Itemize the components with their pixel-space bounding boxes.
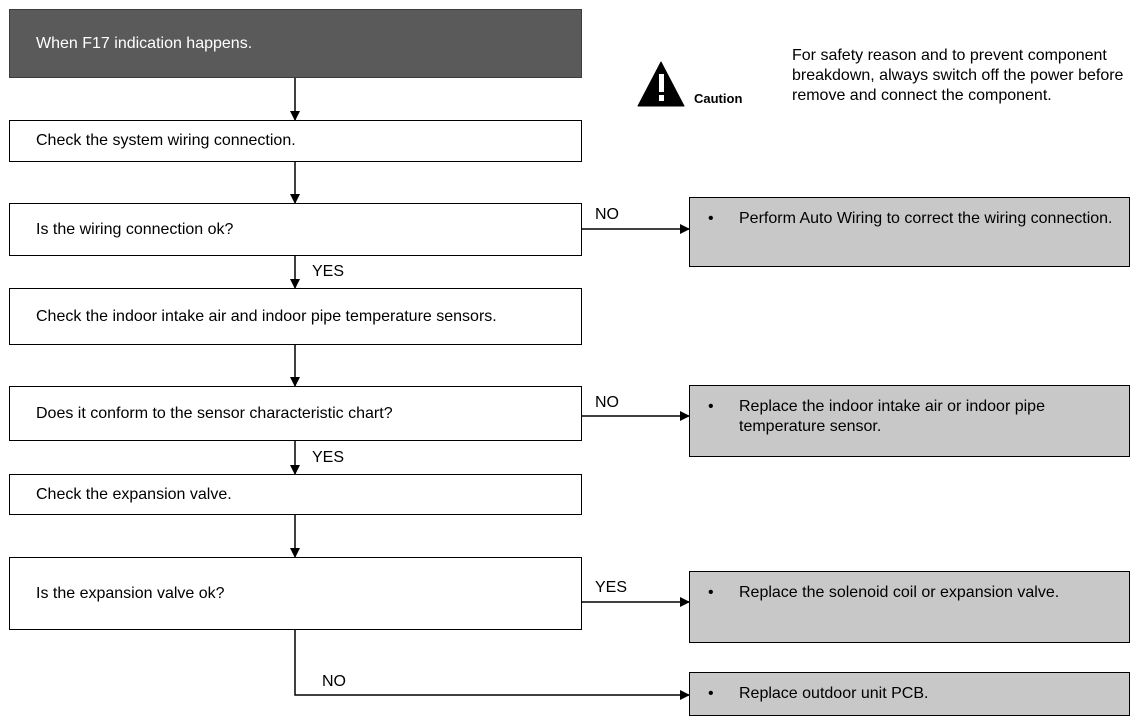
check-wiring-box: Check the system wiring connection. — [9, 120, 582, 162]
replace-pcb-action-box: • Replace outdoor unit PCB. — [689, 672, 1130, 716]
check-valve-text: Check the expansion valve. — [36, 485, 232, 503]
auto-wiring-action-box: • Perform Auto Wiring to correct the wir… — [689, 197, 1130, 267]
sensor-chart-question-box: Does it conform to the sensor characteri… — [9, 386, 582, 441]
start-box: When F17 indication happens. — [9, 9, 582, 78]
bullet-icon: • — [708, 685, 714, 702]
bullet-icon: • — [708, 210, 714, 227]
replace-sensor-action-box: • Replace the indoor intake air or indoo… — [689, 385, 1130, 457]
warning-triangle-icon — [637, 61, 685, 107]
no-label-sensor: NO — [595, 394, 619, 411]
bullet-icon: • — [708, 398, 714, 415]
no-label-wiring: NO — [595, 206, 619, 223]
check-sensors-box: Check the indoor intake air and indoor p… — [9, 288, 582, 345]
bullet-icon: • — [708, 584, 714, 601]
start-text: When F17 indication happens. — [36, 34, 253, 52]
replace-coil-action-box: • Replace the solenoid coil or expansion… — [689, 571, 1130, 643]
yes-label-wiring: YES — [312, 263, 345, 280]
check-wiring-text: Check the system wiring connection. — [36, 132, 296, 149]
auto-wiring-action-text: Perform Auto Wiring to correct the wirin… — [739, 210, 1113, 227]
replace-pcb-action-text: Replace outdoor unit PCB. — [739, 685, 929, 702]
check-valve-box: Check the expansion valve. — [9, 474, 582, 515]
yes-label-valve: YES — [595, 579, 628, 596]
wiring-ok-question-box: Is the wiring connection ok? — [9, 203, 582, 256]
valve-ok-question-box: Is the expansion valve ok? — [9, 557, 582, 630]
wiring-ok-question-text: Is the wiring connection ok? — [36, 220, 234, 238]
valve-ok-question-text: Is the expansion valve ok? — [36, 584, 225, 602]
caution-note: For safety reason and to prevent compone… — [792, 47, 1124, 104]
replace-coil-action-text: Replace the solenoid coil or expansion v… — [739, 584, 1060, 601]
replace-sensor-action-text: Replace the indoor intake air or indoor … — [739, 398, 1045, 435]
arrow-q-valve-no — [294, 630, 690, 700]
caution-label: Caution — [694, 91, 743, 106]
yes-label-sensor: YES — [312, 449, 345, 466]
sensor-chart-question-text: Does it conform to the sensor characteri… — [36, 404, 393, 422]
check-sensors-text: Check the indoor intake air and indoor p… — [36, 307, 497, 325]
no-label-valve: NO — [322, 673, 346, 690]
